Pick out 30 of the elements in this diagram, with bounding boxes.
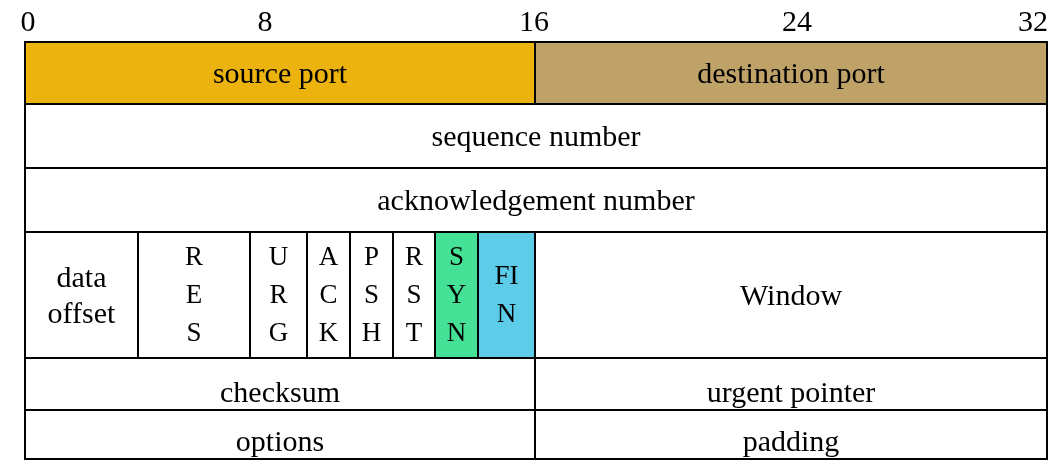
field-name: ACK (317, 240, 340, 349)
bit-number: 32 (1018, 6, 1048, 36)
header-field (24, 409, 536, 460)
bit-number: 0 (20, 6, 36, 36)
field-name: options (235, 423, 325, 458)
bit-number: 24 (782, 6, 812, 36)
field-name: FIN (493, 259, 520, 330)
field-name: source port (212, 55, 348, 91)
field-name: RES (184, 240, 204, 349)
header-field (24, 167, 1048, 233)
header-field (534, 41, 1048, 105)
field-name: acknowledgement number (377, 182, 695, 218)
field-name: PSH (360, 240, 383, 349)
header-field (534, 409, 1048, 460)
header-field (24, 103, 1048, 169)
field-name: data offset (46, 259, 117, 331)
field-name: padding (742, 423, 840, 458)
header-field (434, 231, 479, 359)
field-name: SYN (445, 240, 468, 349)
bit-number: 16 (519, 6, 549, 36)
field-name: urgent pointer (706, 374, 876, 409)
field-name: URG (267, 240, 290, 349)
bit-number: 8 (257, 6, 273, 36)
field-name: sequence number (431, 118, 641, 154)
field-name: destination port (697, 55, 885, 91)
field-name: Window (739, 277, 843, 313)
header-field (477, 231, 536, 359)
header-field (24, 41, 536, 105)
field-name: RST (404, 240, 424, 349)
field-name: checksum (220, 374, 340, 409)
